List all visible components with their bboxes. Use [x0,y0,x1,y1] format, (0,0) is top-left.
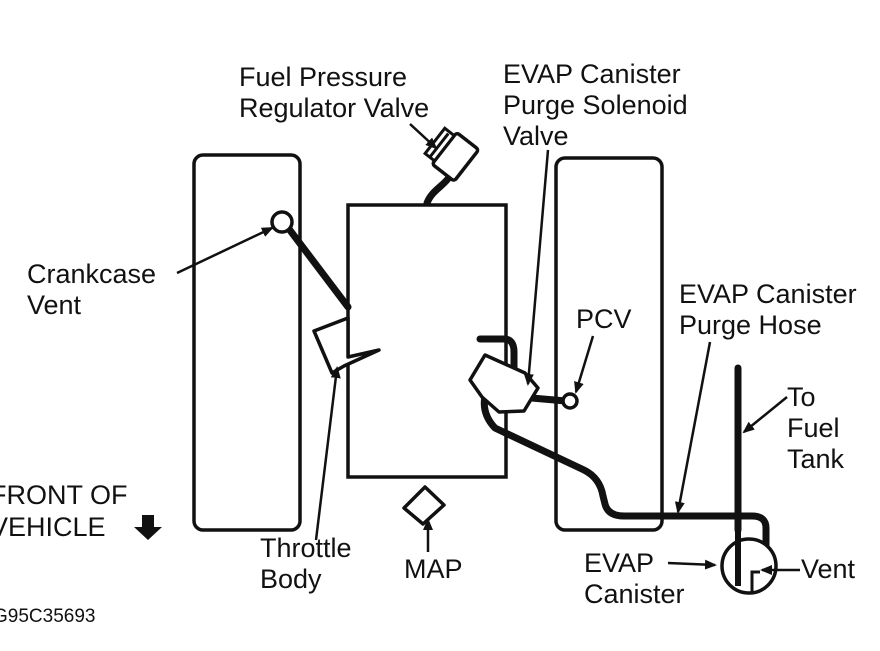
leader-fuel-tank [742,396,788,434]
fuel-pressure-regulator-valve [422,126,480,182]
crankcase-vent-hose [282,221,352,311]
label-pcv: PCV [576,304,632,334]
label-throttle-body: Throttle Body [260,533,359,594]
leader-pcv [574,335,595,394]
arrow-down-icon [134,515,162,540]
evap-canister-purge-solenoid-valve [468,353,540,414]
leader-throttle-body [314,366,341,541]
left-cylinder-bank [192,153,302,532]
crankcase-vent-port [270,210,294,234]
label-evap-canister-purge-solenoid-valve: EVAP Canister Purge Solenoid Valve [503,59,695,151]
label-evap-canister: EVAP Canister [584,548,685,609]
leader-evap-canister [667,559,717,570]
pcv-port [561,392,579,410]
leader-crankcase [176,226,274,275]
figure-code: G95C35693 [0,606,95,627]
label-front-of-vehicle: FRONT OF VEHICLE [0,480,135,542]
label-fuel-pressure-regulator-valve: Fuel Pressure Regulator Valve [239,62,429,123]
right-cylinder-bank [554,156,664,532]
map-sensor [402,485,446,526]
evap-canister [720,530,778,595]
leader-regulator [409,123,438,150]
leader-purge-hose [674,341,712,514]
leader-solenoid [523,149,550,386]
label-evap-canister-purge-hose: EVAP Canister Purge Hose [679,279,864,340]
label-map: MAP [404,554,463,584]
regulator-vacuum-line [423,172,454,207]
label-vent: Vent [801,554,856,584]
label-to-fuel-tank: To Fuel Tank [787,382,847,474]
evap-canister-purge-hose [480,388,770,564]
label-crankcase-vent: Crankcase Vent [27,259,164,320]
solenoid-upper-hose [476,335,518,382]
